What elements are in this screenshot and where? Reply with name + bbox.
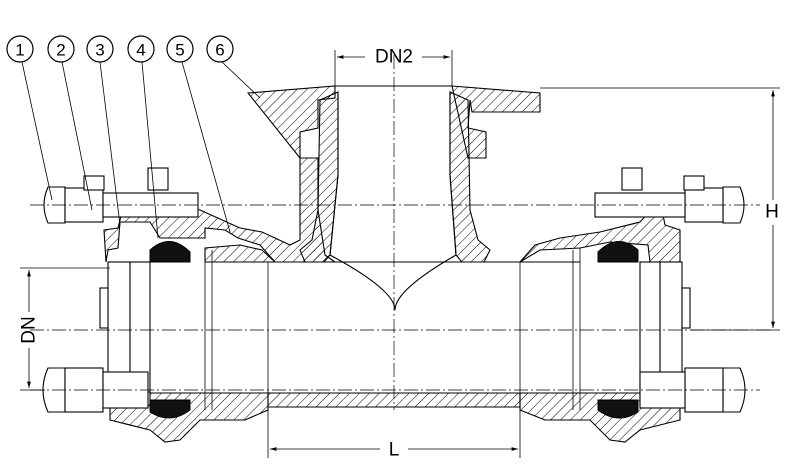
main-pipe-outline bbox=[204, 248, 581, 410]
svg-text:1: 1 bbox=[15, 41, 24, 60]
tee-body bbox=[103, 85, 681, 443]
gasket-left-top bbox=[149, 241, 191, 263]
dn2-label: DN2 bbox=[375, 47, 413, 68]
callout-6: 6 bbox=[206, 35, 234, 63]
gasket-right-bottom bbox=[597, 399, 639, 419]
svg-text:3: 3 bbox=[95, 41, 104, 60]
callout-5: 5 bbox=[166, 35, 194, 63]
leader-lines bbox=[21, 61, 261, 239]
glands bbox=[99, 261, 691, 393]
branch-bore bbox=[329, 85, 457, 311]
bolt-top-left bbox=[43, 167, 199, 224]
gaskets bbox=[149, 241, 639, 419]
h-label: H bbox=[765, 202, 779, 223]
callout-1: 1 bbox=[6, 35, 34, 63]
gasket-right-top bbox=[597, 241, 639, 263]
svg-text:5: 5 bbox=[175, 41, 184, 60]
bolt-top-right bbox=[594, 167, 745, 224]
svg-text:4: 4 bbox=[136, 41, 145, 60]
centerlines bbox=[30, 55, 770, 410]
svg-text:2: 2 bbox=[56, 41, 65, 60]
l-label: L bbox=[389, 440, 400, 461]
branch-flange-right bbox=[451, 85, 541, 159]
callout-4: 4 bbox=[127, 35, 155, 63]
dimension-dn: DN bbox=[19, 267, 110, 391]
dn-label: DN bbox=[19, 316, 40, 343]
dimension-l: L bbox=[267, 410, 521, 461]
dimension-dn2: DN2 bbox=[334, 47, 453, 86]
dimension-h: H bbox=[540, 87, 780, 331]
branch-wall-right bbox=[449, 91, 491, 263]
branch-flange-left bbox=[103, 85, 337, 263]
svg-text:6: 6 bbox=[215, 41, 224, 60]
gasket-left-bottom bbox=[149, 399, 191, 419]
callout-2: 2 bbox=[47, 35, 75, 63]
callout-3: 3 bbox=[86, 35, 114, 63]
